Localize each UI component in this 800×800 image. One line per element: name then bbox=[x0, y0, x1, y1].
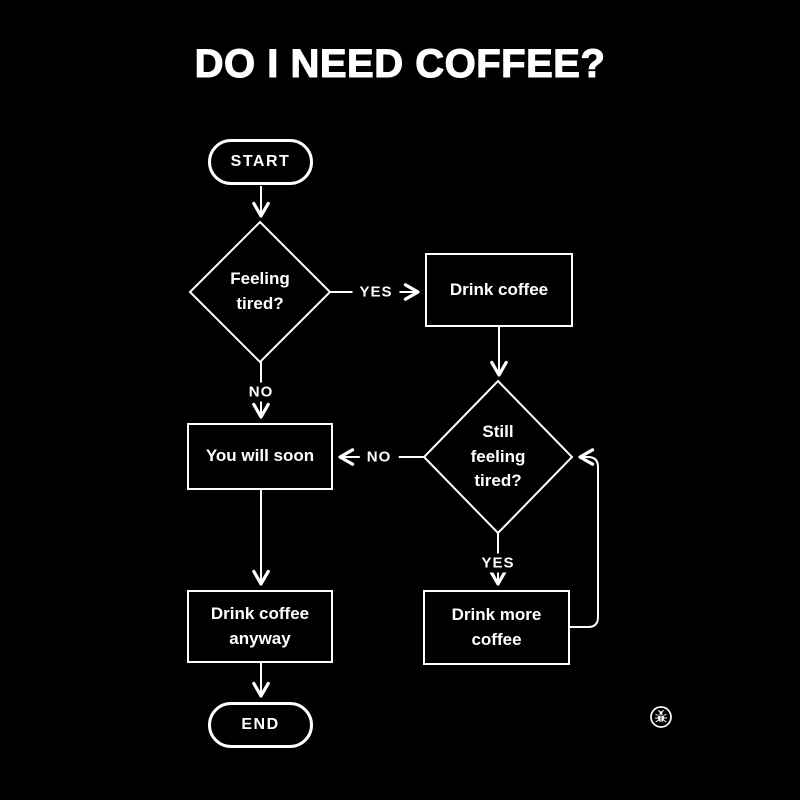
process-you-will-soon: You will soon bbox=[187, 423, 333, 490]
process-drink-more-coffee: Drink more coffee bbox=[423, 590, 570, 665]
process-drink-coffee-anyway: Drink coffee anyway bbox=[187, 590, 333, 663]
process-you-will-soon-line1: You will soon bbox=[205, 446, 315, 466]
bug-logo-ring bbox=[650, 706, 672, 728]
bug-logo bbox=[650, 706, 672, 728]
process-drink-more-coffee-line1: Drink more bbox=[451, 605, 542, 625]
edge-label-still-tired-yes: YES bbox=[473, 553, 523, 573]
decision-still-tired-line2: feeling bbox=[470, 446, 526, 466]
edge-label-feeling-tired-no: NO bbox=[240, 382, 282, 402]
start-label: START bbox=[230, 152, 291, 170]
edge-label-still-tired-no: NO bbox=[359, 446, 399, 468]
decision-feeling-tired-label: Feeling tired? bbox=[205, 247, 315, 337]
end-label: END bbox=[241, 715, 280, 733]
start-terminator: START bbox=[208, 139, 313, 185]
end-terminator: END bbox=[208, 702, 313, 748]
decision-still-feeling-tired-label: Still feeling tired? bbox=[443, 402, 553, 512]
process-drink-coffee-line1: Drink coffee bbox=[449, 279, 549, 299]
decision-feeling-tired-line1: Feeling bbox=[230, 269, 290, 289]
process-drink-coffee: Drink coffee bbox=[425, 253, 573, 327]
decision-feeling-tired-line2: tired? bbox=[236, 294, 284, 313]
process-drink-more-coffee-line2: coffee bbox=[471, 629, 522, 649]
process-drink-coffee-anyway-line1: Drink coffee bbox=[210, 604, 310, 624]
decision-still-tired-line3: tired? bbox=[474, 471, 522, 491]
edge-label-feeling-tired-yes: YES bbox=[352, 281, 400, 303]
bug-icon bbox=[654, 709, 668, 723]
decision-still-tired-line1: Still bbox=[482, 421, 514, 441]
page-title: DO I NEED COFFEE? bbox=[194, 41, 606, 86]
edge-drink-more-loop-to-still-tired bbox=[570, 448, 599, 628]
process-drink-coffee-anyway-line2: anyway bbox=[229, 628, 291, 648]
